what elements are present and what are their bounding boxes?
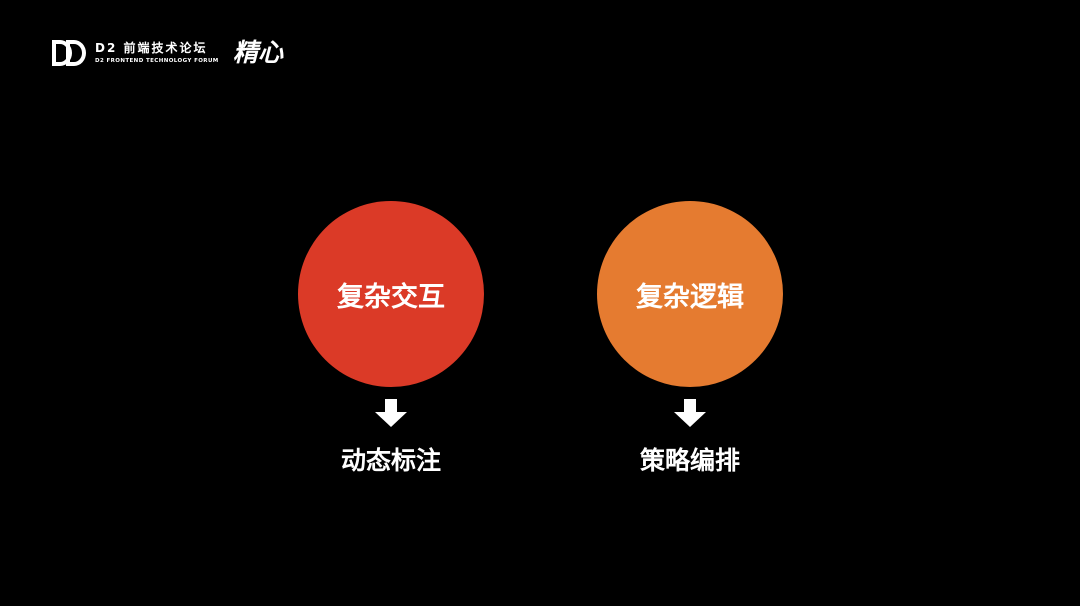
- circle-label: 复杂逻辑: [636, 281, 744, 313]
- dd-logo-icon: [52, 40, 86, 66]
- brand-subtitle: D2 FRONTEND TECHNOLOGY FORUM: [95, 58, 219, 64]
- arrow-down-icon: [674, 399, 706, 427]
- dynamic-annotation-label: 动态标注: [340, 446, 441, 475]
- arrow-down-icon: [375, 399, 407, 427]
- strategy-orchestration-label: 策略编排: [639, 446, 740, 475]
- brand-title: D2 前端技术论坛: [95, 41, 208, 55]
- complex-logic-circle: 复杂逻辑: [597, 201, 783, 387]
- event-name: 精心: [233, 38, 284, 67]
- circle-label: 复杂交互: [337, 281, 445, 313]
- complex-interaction-circle: 复杂交互: [298, 201, 484, 387]
